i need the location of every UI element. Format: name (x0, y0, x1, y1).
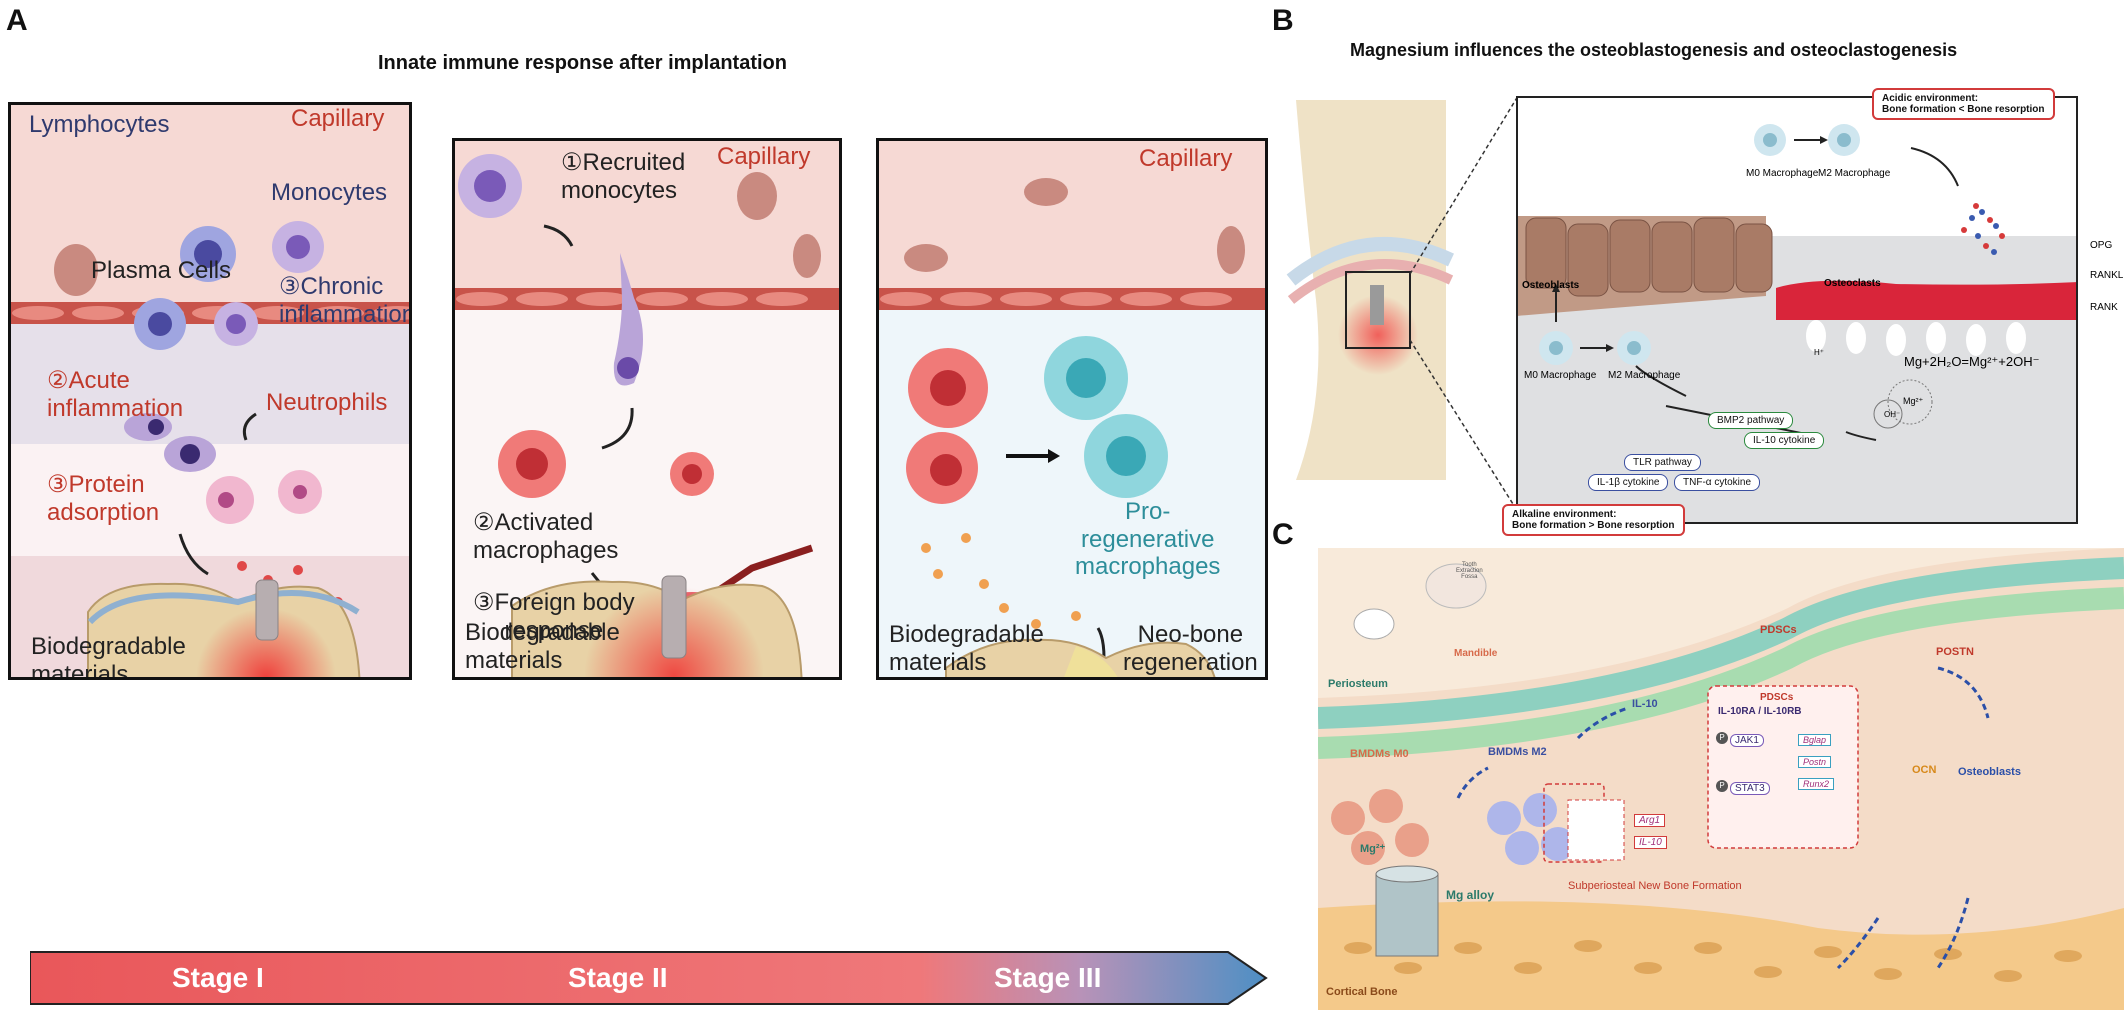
stage-1-panel: Capillary Lymphocytes Monocytes Plasma C… (8, 102, 412, 680)
h-plus-label: H⁺ (1814, 348, 1824, 357)
mg2-c-label: Mg²⁺ (1360, 843, 1386, 855)
protein-adsorption-label: ③Protein adsorption (47, 471, 160, 526)
osteoblasts-c-label: Osteoblasts (1958, 766, 2021, 778)
acidic-environment-box: Acidic environment: Bone formation < Bon… (1872, 88, 2055, 120)
stage-3-panel: Capillary Pro- regenerative macrophages … (876, 138, 1268, 680)
pdscs-box-title: PDSCs (1760, 692, 1794, 703)
pdscs-top-label: PDSCs (1760, 624, 1797, 636)
receptor-label: IL-10RA / IL-10RB (1718, 706, 1802, 717)
stage-3-label: Stage III (994, 962, 1102, 993)
oh-label: OH⁻ (1884, 410, 1901, 419)
stage-1-label: Stage I (172, 962, 264, 993)
m0-top-label: M0 Macrophage (1746, 168, 1819, 179)
opg-label: OPG (2090, 240, 2113, 251)
stat3-label: STAT3 (1730, 782, 1770, 795)
equation-label: Mg+2H₂O=Mg²⁺+2OH⁻ (1904, 354, 2040, 369)
monocytes-label: Monocytes (271, 179, 388, 206)
stage-2-panel: Capillary ①Recruited monocytes ②Activate… (452, 138, 842, 680)
m2-top-label: M2 Macrophage (1818, 168, 1891, 179)
neo-bone-label: Neo-bone regeneration (1123, 621, 1258, 676)
mg-alloy-label: Mg alloy (1446, 888, 1495, 902)
lymphocytes-label: Lymphocytes (29, 111, 170, 138)
gene-arg1: Arg1 (1634, 814, 1666, 827)
bmdms-m0-label: BMDMs M0 (1350, 748, 1409, 760)
panel-c-illustration-box: Tooth Extraction Fossa Mandible Perioste… (1318, 548, 2124, 1010)
panel-b-zoom-box: M0 Macrophage M2 Macrophage Osteoblasts … (1516, 96, 2078, 524)
recruited-monocytes-label: ①Recruited monocytes (561, 149, 686, 204)
stage-1-material-label: Biodegradable materials (31, 633, 186, 680)
foreign-body-label: ③Foreign body response (473, 589, 635, 644)
panel-a-title: Innate immune response after implantatio… (378, 52, 787, 74)
m2-bottom-label: M2 Macrophage (1608, 370, 1681, 381)
acidic-relation: Bone formation < Bone resorption (1882, 104, 2045, 115)
bmp2-tag: BMP2 pathway (1708, 412, 1794, 429)
postn-label: POSTN (1936, 646, 1974, 658)
stage-2-capillary-label: Capillary (717, 143, 811, 170)
il1b-tag: IL-1β cytokine (1588, 474, 1669, 491)
stage-3-illustration (879, 141, 1265, 677)
tnfa-tag: TNF-α cytokine (1674, 474, 1761, 491)
panel-b-illustration (1518, 124, 2076, 522)
acute-inflammation-label: ②Acute inflammation (47, 367, 184, 422)
neutrophils-label: Neutrophils (266, 389, 388, 416)
tooth-extraction-label: Tooth Extraction Fossa (1456, 562, 1483, 580)
stage-1-capillary-label: Capillary (291, 105, 385, 132)
jak1-label: JAK1 (1730, 734, 1764, 747)
mg2-label: Mg²⁺ (1903, 396, 1924, 406)
pro-regenerative-label: Pro- regenerative macrophages (1075, 498, 1221, 581)
panel-c-illustration (1318, 548, 2124, 1010)
alkaline-title: Alkaline environment: (1512, 509, 1617, 520)
stage-3-material-label: Biodegradable materials (889, 621, 1044, 676)
stage-2-label: Stage II (568, 962, 668, 993)
stage-3-capillary-label: Capillary (1139, 145, 1233, 172)
activated-macrophages-label: ②Activated macrophages (473, 509, 619, 564)
cortical-bone-label: Cortical Bone (1326, 986, 1398, 998)
stage-2-illustration (455, 141, 839, 677)
zoom-lines (1409, 95, 1519, 513)
osteoclasts-label: Osteoclasts (1824, 278, 1881, 289)
rankl-label: RANKL (2090, 270, 2124, 281)
gene-runx2: Runx2 (1798, 778, 1835, 790)
bmdms-m2-label: BMDMs M2 (1488, 746, 1547, 758)
stage-2-material-label: Biodegradable materials (465, 619, 620, 674)
alkaline-environment-box: Alkaline environment: Bone formation > B… (1502, 504, 1685, 536)
panel-b-title: Magnesium influences the osteoblastogene… (1350, 40, 1958, 60)
plasma-cells-label: Plasma Cells (91, 257, 232, 284)
p-mark-1: P (1716, 732, 1728, 744)
m0-bottom-label: M0 Macrophage (1524, 370, 1597, 381)
gene-il10: IL-10 (1634, 836, 1667, 849)
ocn-label: OCN (1912, 764, 1937, 776)
gene-postn: Postn (1798, 756, 1832, 768)
stage-arrow (30, 951, 1268, 1005)
osteoblasts-label: Osteoblasts (1522, 280, 1580, 291)
bone-implant-thumbnail (1286, 100, 1454, 480)
rank-label: RANK (2090, 302, 2118, 313)
mandible-label: Mandible (1454, 648, 1498, 659)
acidic-title: Acidic environment: (1882, 93, 1979, 104)
panel-b-letter: B (1272, 4, 1294, 37)
stage-1-illustration (11, 105, 409, 677)
subperiosteal-label: Subperiosteal New Bone Formation (1568, 880, 1742, 892)
p-mark-2: P (1716, 780, 1728, 792)
panel-c-letter: C (1272, 518, 1294, 551)
tlr-tag: TLR pathway (1624, 454, 1701, 471)
il10-cytokine-tag: IL-10 cytokine (1744, 432, 1825, 449)
gene-bglap: Bglap (1798, 734, 1832, 746)
alkaline-relation: Bone formation > Bone resorption (1512, 520, 1675, 531)
chronic-inflammation-label: ③Chronic inflammation (279, 273, 412, 328)
il10-secreted-label: IL-10 (1632, 698, 1658, 710)
periosteum-label: Periosteum (1328, 678, 1388, 690)
panel-a-letter: A (6, 4, 28, 37)
